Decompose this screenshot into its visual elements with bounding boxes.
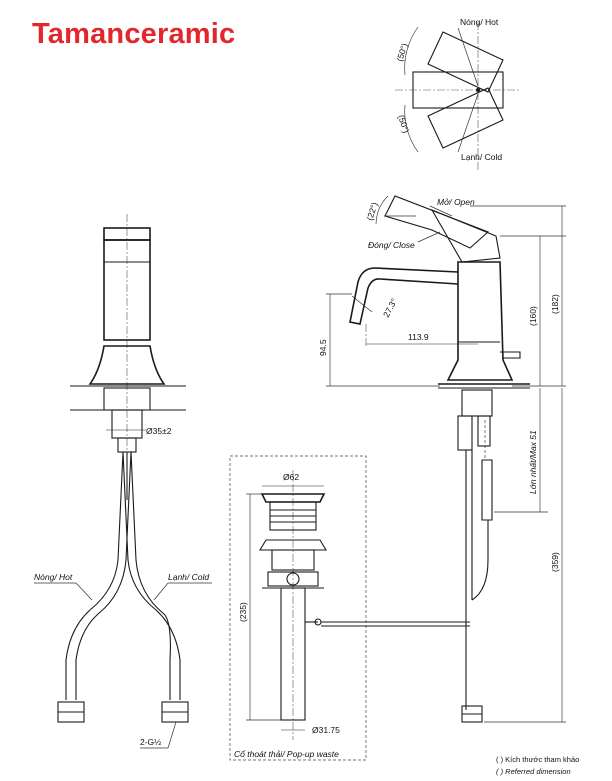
- close-label: Đóng/ Close: [368, 240, 415, 250]
- rotation-view: Nóng/ Hot Lạnh/ Cold (50°) (50°): [394, 17, 520, 170]
- hot-label-top: Nóng/ Hot: [460, 17, 499, 27]
- note-line-2: ( ) Referred dimension: [496, 767, 571, 776]
- brand-logo-text: Tamanceramic: [32, 18, 236, 50]
- waste-top-diameter-dim: Ø62: [283, 472, 299, 482]
- spout-height-dim: 94.5: [318, 339, 328, 356]
- waste-pipe-diameter-dim: Ø31.75: [312, 725, 340, 735]
- popup-waste-view: Ø62 (235) Ø31.75 Cổ thoát thải/ Pop-up w…: [229, 455, 470, 761]
- side-view: 113.9 27.3° 94.5 (160) (182) Lớn nhất/Ma…: [318, 195, 566, 723]
- spout-reach-dim: 113.9: [408, 332, 429, 342]
- angle-bottom-label: (50°): [396, 114, 411, 135]
- angle-top-label: (50°): [394, 42, 409, 63]
- front-view: Ø35±2 Nóng/ Hot Lạnh/ Cold 2-G½: [34, 214, 212, 749]
- hole-diameter-dim: Ø35±2: [146, 426, 172, 436]
- thread-label: 2-G½: [140, 737, 161, 747]
- hose-length-dim: (359): [550, 552, 560, 572]
- waste-caption: Cổ thoát thải/ Pop-up waste: [234, 749, 339, 759]
- cold-label-front: Lạnh/ Cold: [168, 572, 209, 582]
- open-label: Mở/ Open: [437, 197, 475, 207]
- cold-label-top: Lạnh/ Cold: [461, 152, 502, 162]
- height-160-dim: (160): [528, 306, 538, 326]
- hot-label-front: Nóng/ Hot: [34, 572, 73, 582]
- waste-length-dim: (235): [238, 602, 248, 622]
- note-line-1: ( ) Kích thước tham khảo: [496, 755, 579, 764]
- spout-angle-dim: 27.3°: [381, 297, 399, 319]
- max-deck-dim: Lớn nhất/Max 51: [528, 430, 538, 494]
- height-182-dim: (182): [550, 294, 560, 314]
- lever-angle-dim: (22°): [364, 201, 379, 222]
